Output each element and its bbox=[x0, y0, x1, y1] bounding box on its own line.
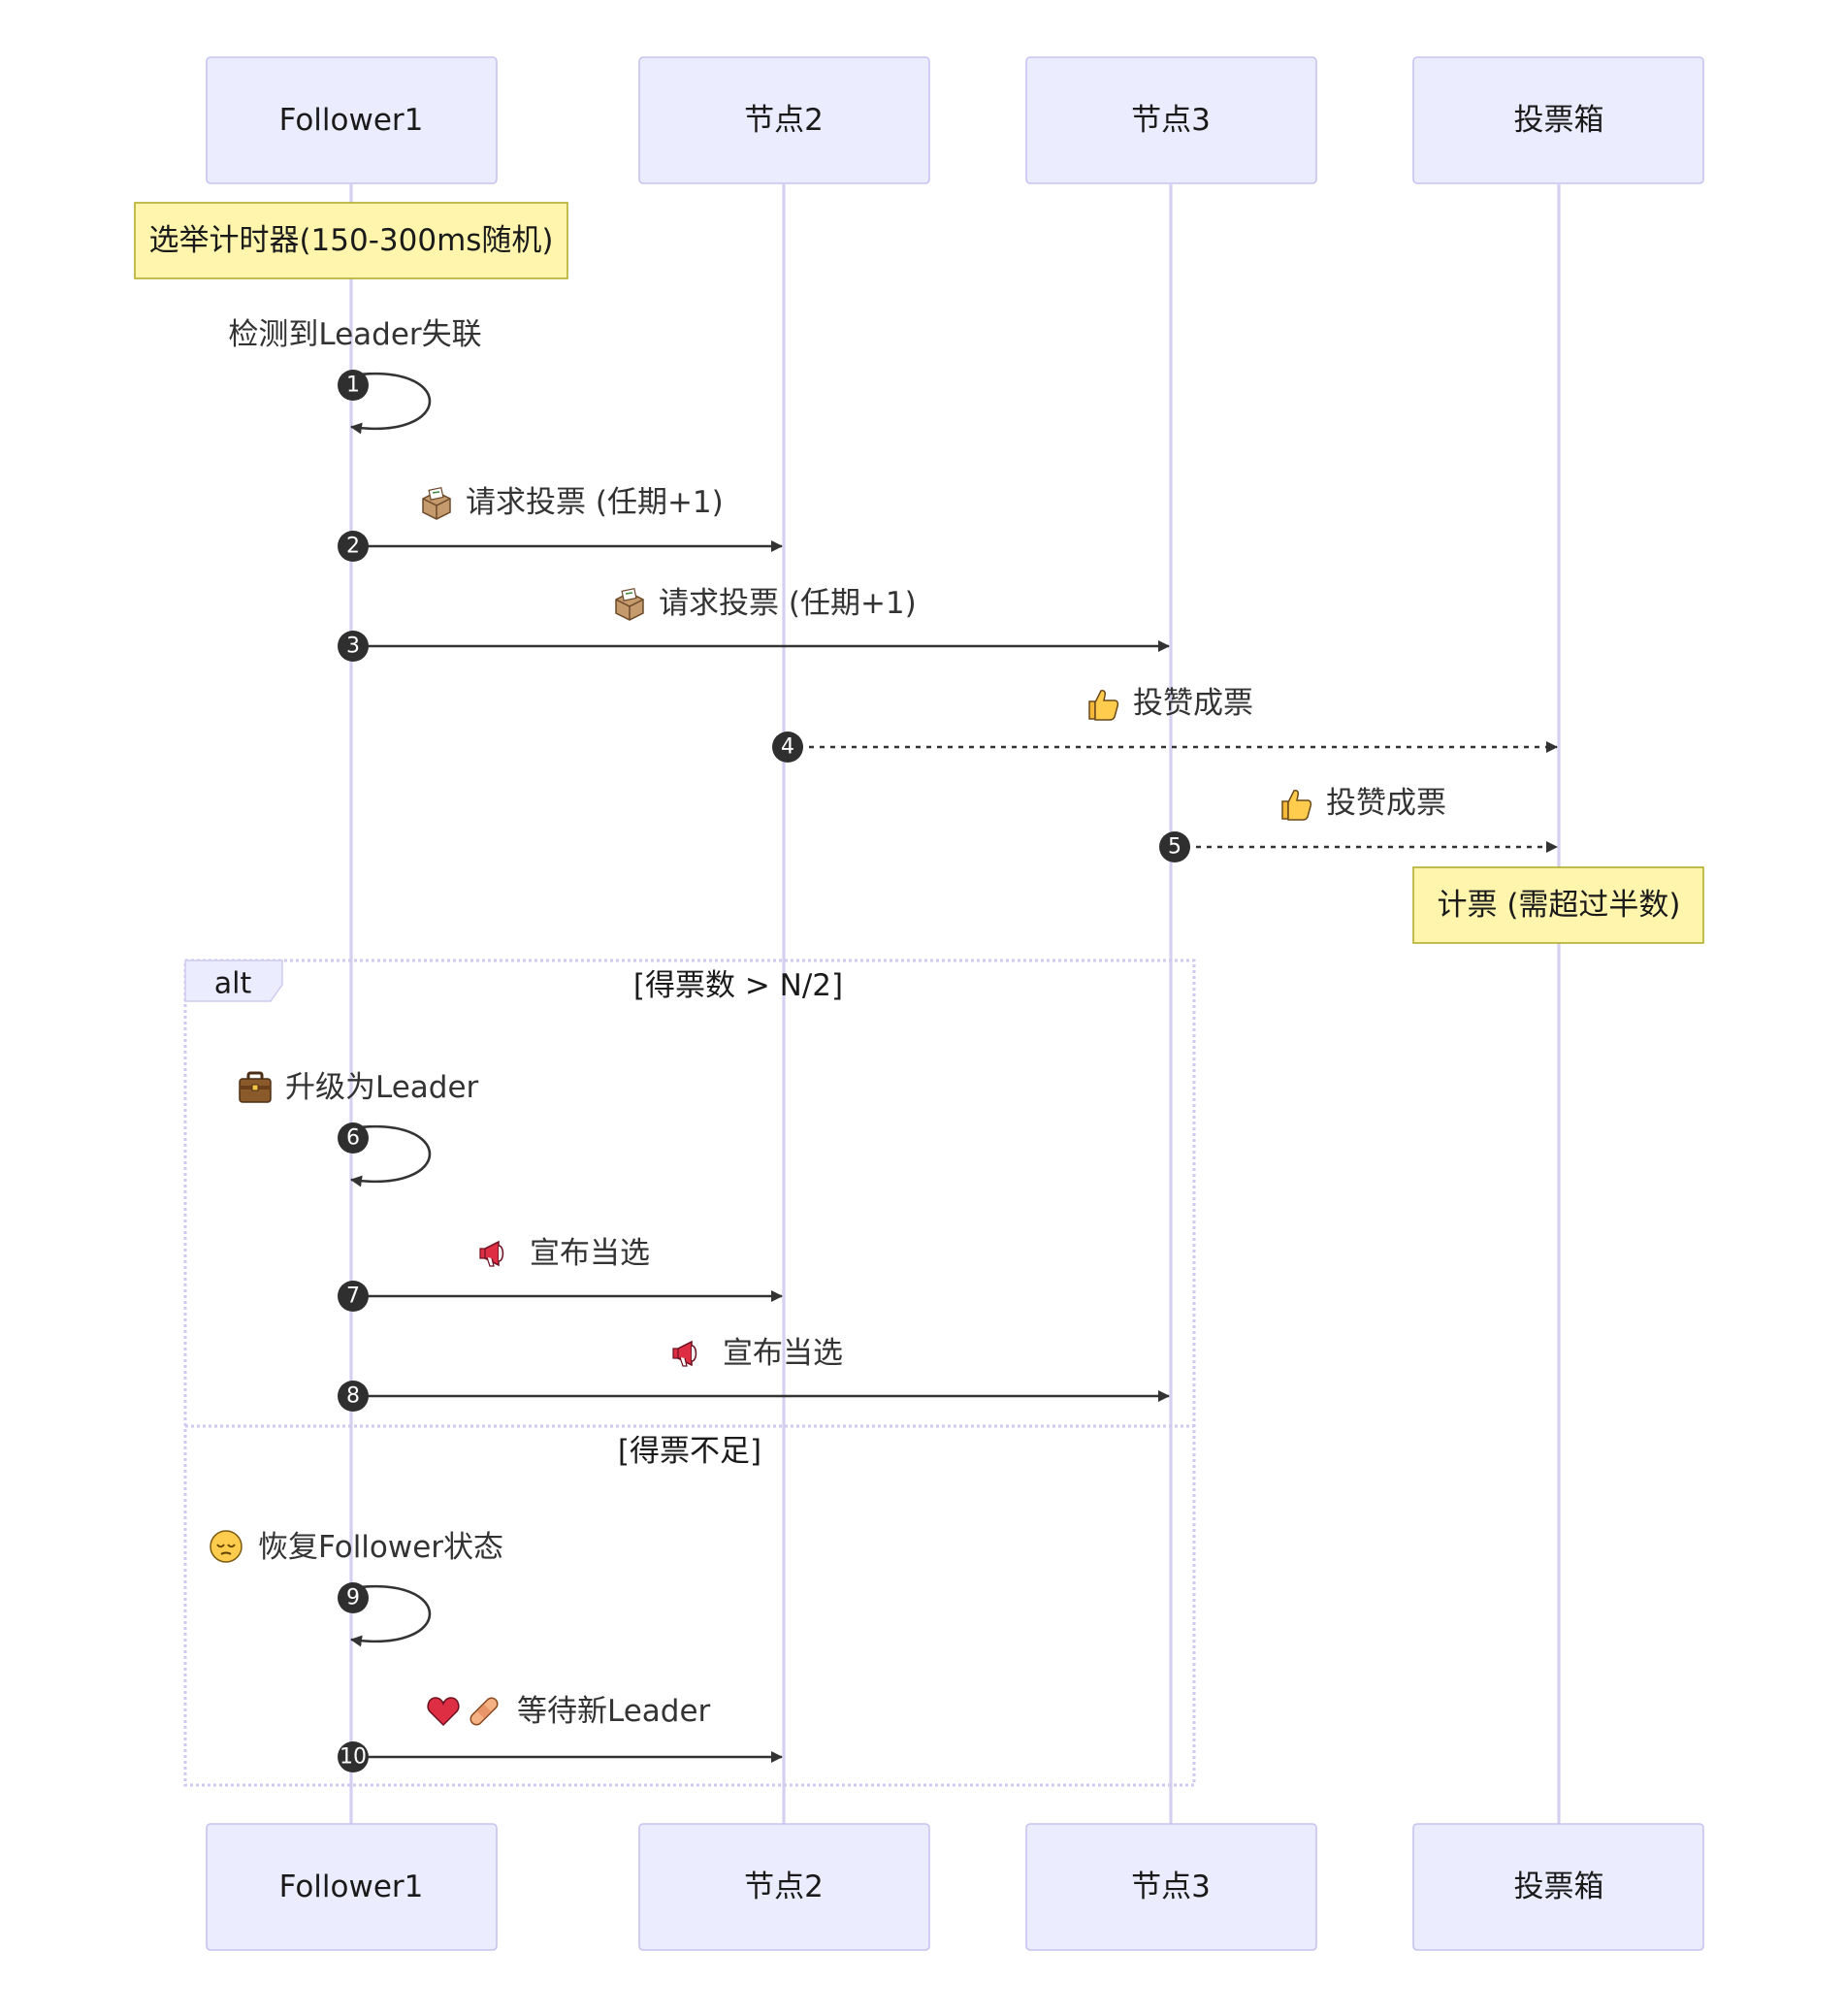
alt-frame: alt [得票数 > N/2] [得票不足] bbox=[183, 959, 1196, 1787]
message-label: 请求投票 (任期+1) bbox=[466, 485, 724, 520]
actor-label: 节点3 bbox=[1131, 103, 1211, 138]
actor-node2-bottom: 节点2 bbox=[638, 1823, 930, 1951]
message-label: 宣布当选 bbox=[723, 1336, 843, 1371]
message-6: 升级为Leader 6 bbox=[239, 1070, 479, 1187]
actor-label: 节点2 bbox=[744, 1870, 824, 1904]
note-election-timer: 选举计时器(150-300ms随机) bbox=[134, 202, 568, 279]
message-label: 恢复Follower状态 bbox=[258, 1530, 503, 1565]
sequence-number: 6 bbox=[346, 1126, 360, 1151]
note-text: 计票 (需超过半数) bbox=[1437, 888, 1680, 923]
thumbs-up-icon bbox=[1281, 790, 1312, 821]
alt-frame-tab bbox=[184, 959, 283, 1002]
message-label: 检测到Leader失联 bbox=[228, 317, 481, 352]
message-1: 检测到Leader失联 1 bbox=[228, 317, 482, 435]
sequence-number: 4 bbox=[781, 735, 794, 760]
alt-frame-label: alt bbox=[214, 967, 252, 1001]
sequence-number: 2 bbox=[346, 535, 360, 559]
actor-label: 节点3 bbox=[1131, 1870, 1211, 1904]
sequence-number-badge bbox=[772, 732, 803, 763]
sequence-number-badge bbox=[338, 1122, 369, 1154]
ballot-box-icon bbox=[422, 486, 451, 520]
actor-follower1-bottom: Follower1 bbox=[206, 1823, 498, 1951]
sequence-number: 9 bbox=[346, 1586, 360, 1610]
actor-label: Follower1 bbox=[279, 103, 424, 138]
sequence-number-badge bbox=[338, 1281, 369, 1312]
sequence-number: 10 bbox=[340, 1745, 367, 1770]
note-count-votes: 计票 (需超过半数) bbox=[1412, 866, 1704, 944]
message-label: 投赞成票 bbox=[1326, 786, 1446, 821]
message-label: 升级为Leader bbox=[285, 1070, 479, 1105]
megaphone-icon bbox=[672, 1340, 697, 1367]
message-label: 投赞成票 bbox=[1133, 686, 1253, 721]
message-4: 投赞成票 4 bbox=[772, 686, 1558, 763]
actor-label: Follower1 bbox=[279, 1870, 424, 1904]
message-7: 宣布当选 7 bbox=[338, 1236, 783, 1312]
actor-label: 投票箱 bbox=[1514, 1870, 1604, 1904]
message-5: 投赞成票 5 bbox=[1159, 786, 1558, 862]
ballot-box-icon bbox=[615, 587, 644, 621]
actor-node2-top: 节点2 bbox=[638, 56, 930, 184]
alt-condition-2: [得票不足] bbox=[618, 1434, 761, 1469]
message-3: 请求投票 (任期+1) 3 bbox=[338, 586, 1170, 662]
briefcase-icon bbox=[239, 1071, 272, 1103]
sequence-number-badge bbox=[338, 1741, 369, 1772]
actor-ballot-box-bottom: 投票箱 bbox=[1412, 1823, 1704, 1951]
actor-node3-top: 节点3 bbox=[1025, 56, 1317, 184]
sequence-number: 7 bbox=[346, 1284, 360, 1309]
sequence-number-badge bbox=[338, 370, 369, 401]
message-label: 请求投票 (任期+1) bbox=[659, 586, 917, 621]
sequence-number-badge bbox=[338, 631, 369, 662]
sequence-number-badge bbox=[338, 1381, 369, 1412]
message-8: 宣布当选 8 bbox=[338, 1336, 1170, 1412]
pensive-face-icon bbox=[210, 1530, 243, 1563]
sequence-number-badge bbox=[338, 531, 369, 562]
actor-follower1-top: Follower1 bbox=[206, 56, 498, 184]
megaphone-icon bbox=[479, 1240, 504, 1267]
alt-condition-1: [得票数 > N/2] bbox=[633, 968, 843, 1003]
message-label: 宣布当选 bbox=[530, 1236, 650, 1271]
actor-label: 投票箱 bbox=[1514, 103, 1604, 138]
sequence-number-badge bbox=[1159, 831, 1190, 862]
message-2: 请求投票 (任期+1) 2 bbox=[338, 485, 783, 562]
actor-node3-bottom: 节点3 bbox=[1025, 1823, 1317, 1951]
sequence-number: 3 bbox=[346, 634, 360, 659]
sequence-number: 1 bbox=[346, 374, 360, 398]
message-label: 等待新Leader bbox=[517, 1694, 711, 1729]
actor-ballot-box-top: 投票箱 bbox=[1412, 56, 1704, 184]
sequence-number-badge bbox=[338, 1582, 369, 1613]
thumbs-up-icon bbox=[1088, 690, 1119, 721]
note-text: 选举计时器(150-300ms随机) bbox=[148, 223, 553, 258]
sequence-number: 5 bbox=[1168, 835, 1181, 860]
heart-bandage-icon bbox=[427, 1697, 499, 1727]
message-10: 等待新Leader 10 bbox=[338, 1694, 783, 1772]
message-9: 恢复Follower状态 9 bbox=[210, 1530, 503, 1647]
sequence-number: 8 bbox=[346, 1384, 360, 1409]
actor-label: 节点2 bbox=[744, 103, 824, 138]
